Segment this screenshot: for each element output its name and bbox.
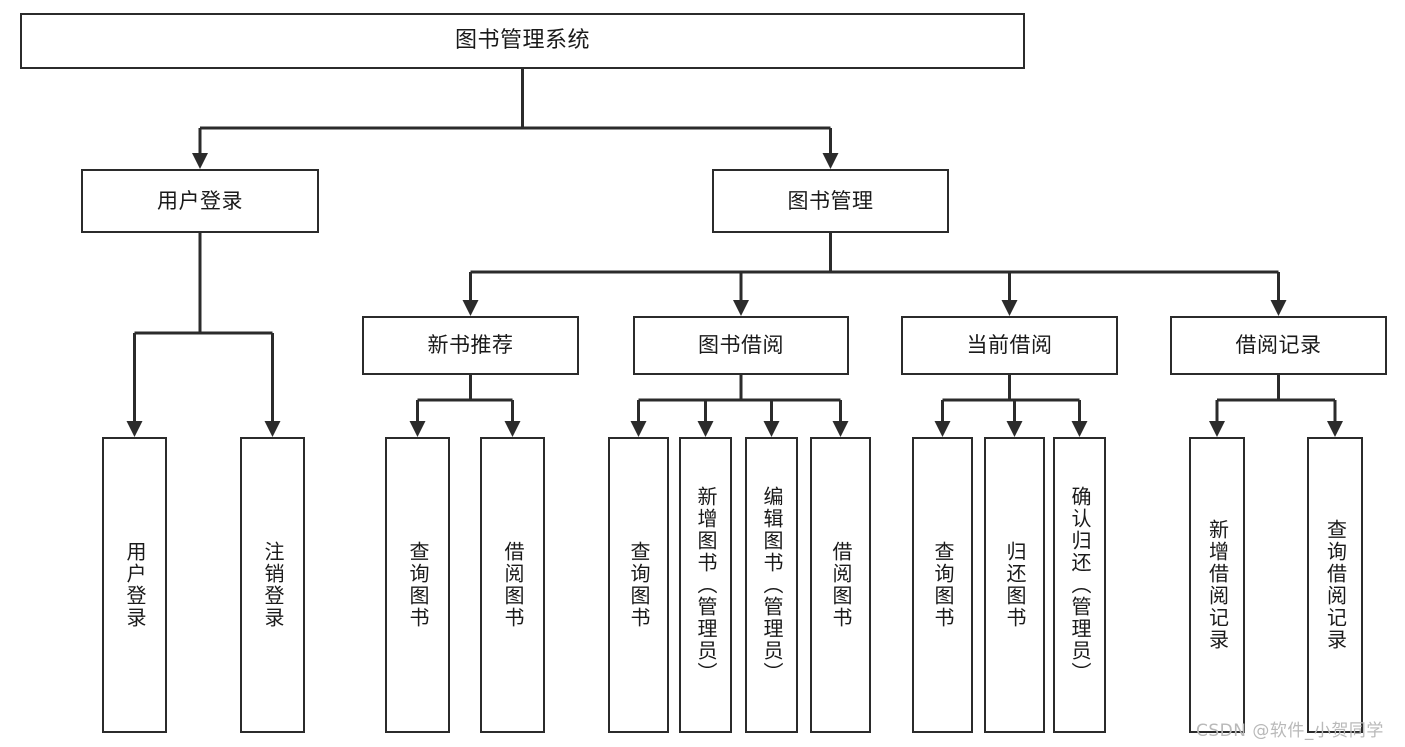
- arrowhead: [126, 421, 143, 437]
- node-label: 新增图书（管理员）: [694, 486, 718, 684]
- arrowhead: [1270, 300, 1287, 316]
- watermark: CSDN @软件_小贺同学: [1196, 721, 1384, 741]
- node-label: 查询借阅记录: [1323, 519, 1348, 651]
- node-book-borrow[interactable]: 图书借阅: [633, 316, 849, 375]
- arrowhead: [504, 421, 521, 437]
- arrowhead: [934, 421, 951, 437]
- node-label: 借阅图书: [501, 541, 525, 629]
- node-label: 用户登录: [157, 188, 243, 213]
- node-leaf-add-book[interactable]: 新增图书（管理员）: [679, 437, 732, 733]
- node-label: 新书推荐: [427, 333, 514, 358]
- arrowhead: [763, 421, 780, 437]
- node-leaf-return-book[interactable]: 归还图书: [984, 437, 1045, 733]
- arrowhead: [1006, 421, 1023, 437]
- node-label: 图书管理系统: [454, 28, 590, 54]
- node-label: 查询图书: [406, 541, 430, 629]
- node-leaf-edit-book[interactable]: 编辑图书（管理员）: [745, 437, 798, 733]
- node-label: 注销登录: [261, 541, 285, 629]
- node-leaf-query-book-1[interactable]: 查询图书: [385, 437, 450, 733]
- node-label: 图书借阅: [698, 333, 784, 358]
- arrowhead: [822, 153, 839, 169]
- node-label: 当前借阅: [966, 333, 1053, 358]
- node-leaf-add-record[interactable]: 新增借阅记录: [1189, 437, 1245, 733]
- arrowhead: [1209, 421, 1225, 437]
- node-leaf-logout[interactable]: 注销登录: [240, 437, 305, 733]
- node-label: 借阅图书: [829, 541, 853, 629]
- arrowhead: [264, 421, 281, 437]
- node-label: 用户登录: [123, 541, 147, 629]
- node-new-book-rec[interactable]: 新书推荐: [362, 316, 579, 375]
- node-label: 查询图书: [931, 541, 955, 629]
- arrowhead: [192, 153, 208, 169]
- node-leaf-confirm-return[interactable]: 确认归还（管理员）: [1053, 437, 1106, 733]
- node-current-borrow[interactable]: 当前借阅: [901, 316, 1118, 375]
- node-root[interactable]: 图书管理系统: [20, 13, 1025, 69]
- node-label: 查询图书: [627, 541, 651, 629]
- node-label: 编辑图书（管理员）: [760, 486, 784, 684]
- node-leaf-borrow-book-2[interactable]: 借阅图书: [810, 437, 871, 733]
- node-label: 归还图书: [1003, 541, 1027, 629]
- node-leaf-user-login[interactable]: 用户登录: [102, 437, 167, 733]
- node-leaf-query-book-3[interactable]: 查询图书: [912, 437, 973, 733]
- node-leaf-query-record[interactable]: 查询借阅记录: [1307, 437, 1363, 733]
- arrowhead: [1327, 421, 1343, 437]
- arrowhead: [733, 300, 749, 316]
- arrowhead: [630, 421, 647, 437]
- node-label: 借阅记录: [1235, 333, 1322, 358]
- node-leaf-borrow-book-1[interactable]: 借阅图书: [480, 437, 545, 733]
- node-borrow-record[interactable]: 借阅记录: [1170, 316, 1387, 375]
- arrowhead: [1071, 421, 1088, 437]
- node-book-manage[interactable]: 图书管理: [712, 169, 949, 233]
- arrowhead: [1001, 300, 1018, 316]
- node-user-login[interactable]: 用户登录: [81, 169, 319, 233]
- arrowhead: [697, 421, 714, 437]
- node-label: 图书管理: [787, 188, 874, 213]
- arrowhead: [409, 421, 426, 437]
- arrowhead: [832, 421, 849, 437]
- node-label: 新增借阅记录: [1205, 519, 1230, 651]
- arrowhead: [462, 300, 479, 316]
- node-leaf-query-book-2[interactable]: 查询图书: [608, 437, 669, 733]
- node-label: 确认归还（管理员）: [1068, 486, 1092, 684]
